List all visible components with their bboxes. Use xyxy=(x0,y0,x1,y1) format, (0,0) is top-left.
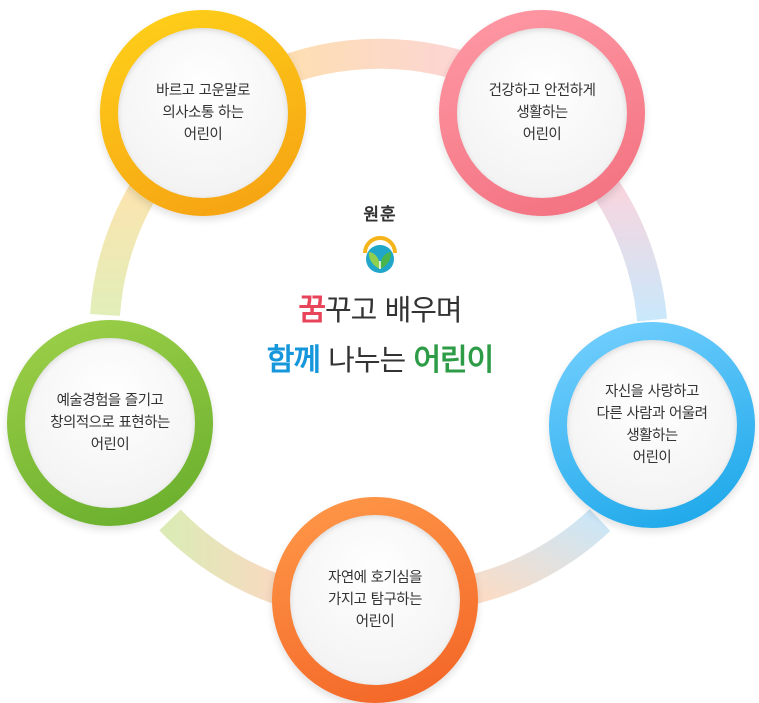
motto-line-2-middle: 나누는 xyxy=(319,343,414,377)
bubble-text: 바르고 고운말로 의사소통 하는 어린이 xyxy=(156,83,251,143)
ring-segment-4-5 xyxy=(159,509,290,607)
ring-segment-5-1 xyxy=(90,171,163,317)
value-bubble-communication: 바르고 고운말로 의사소통 하는 어린이 xyxy=(100,10,306,216)
value-bubble-self-love: 자신을 사랑하고 다른 사람과 어울려 생활하는 어린이 xyxy=(549,322,755,528)
motto-line-1-rest: 꾸고 배우며 xyxy=(324,293,463,327)
motto-highlight-dream: 꿈 xyxy=(298,293,326,328)
ring-segment-2-3 xyxy=(587,171,667,322)
value-bubble-art-creativity: 예술경험을 즐기고 창의적으로 표현하는 어린이 xyxy=(7,320,213,526)
bubble-text: 건강하고 안전하게 생활하는 어린이 xyxy=(488,83,596,143)
bubble-text: 자연에 호기심을 가지고 탐구하는 어린이 xyxy=(328,570,423,630)
motto-center: 원훈 꿈꾸고 배우며 함께 나누는 어린이 xyxy=(230,200,530,379)
value-bubble-health-safety: 건강하고 안전하게 생활하는 어린이 xyxy=(439,10,645,216)
sprout-sun-emblem-icon xyxy=(363,236,397,273)
motto-highlight-together: 함께 xyxy=(266,343,321,378)
bubble-text: 자신을 사랑하고 다른 사람과 어울려 생활하는 어린이 xyxy=(596,384,708,466)
value-bubble-nature-curiosity: 자연에 호기심을 가지고 탐구하는 어린이 xyxy=(272,497,478,703)
motto-highlight-child: 어린이 xyxy=(413,343,494,378)
ring-segment-3-4 xyxy=(466,508,611,605)
motto-line-1: 꿈꾸고 배우며 xyxy=(298,285,463,329)
motto-line-2: 함께 나누는 어린이 xyxy=(267,335,494,379)
bubble-text: 예술경험을 즐기고 창의적으로 표현하는 어린이 xyxy=(50,393,170,453)
motto-title: 원훈 xyxy=(363,205,397,225)
